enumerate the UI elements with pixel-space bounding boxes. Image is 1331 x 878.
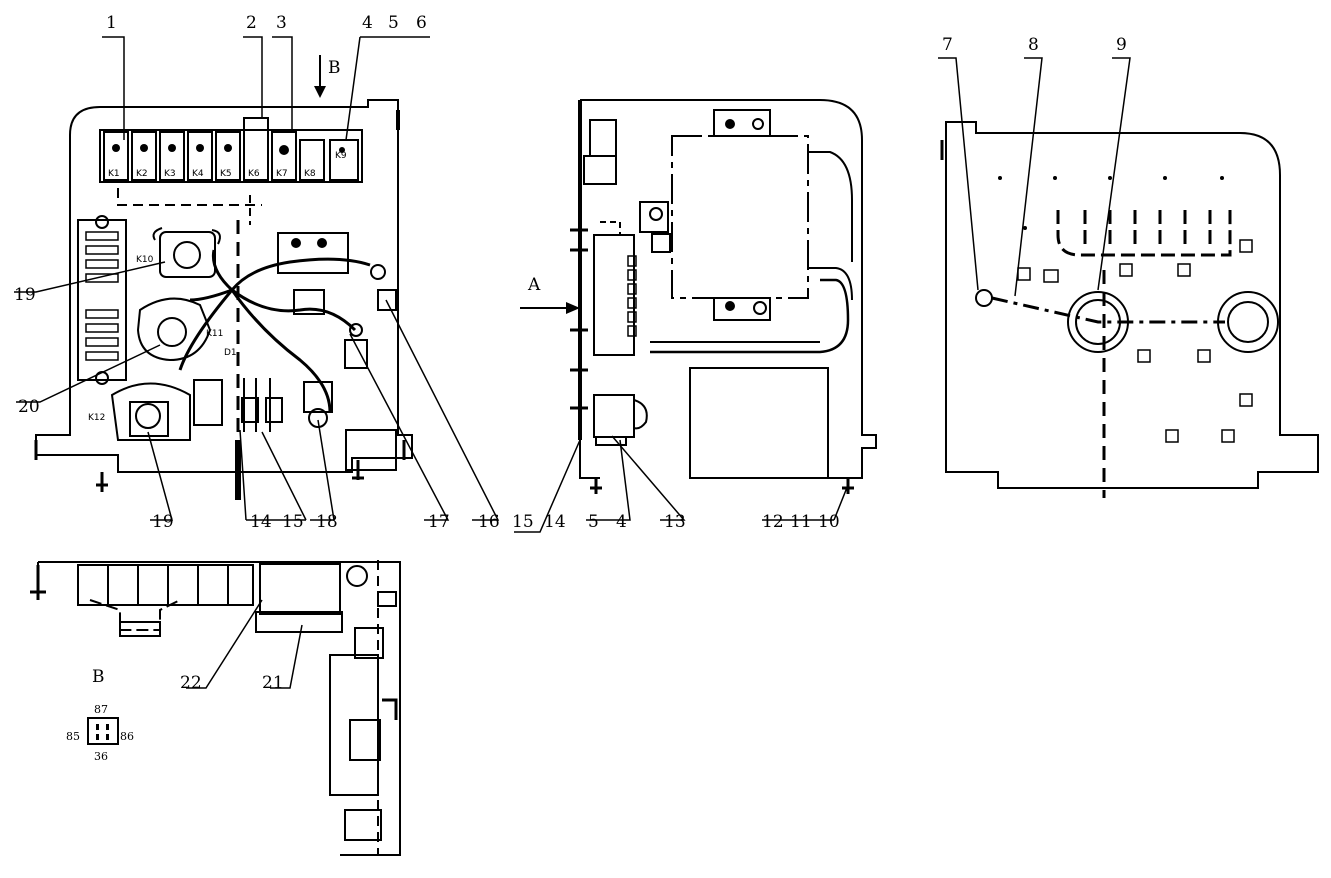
callout-20: 20	[18, 397, 40, 417]
callout-4-side: 4	[616, 512, 627, 532]
callout-6: 6	[416, 13, 427, 33]
callout-14-side: 14	[544, 512, 566, 532]
fuse-label: K8	[304, 169, 316, 179]
capacitor-block	[193, 379, 223, 426]
top-view-b	[30, 560, 401, 856]
rear-view-outline	[945, 121, 1319, 489]
callout-15-front: 15	[282, 512, 304, 532]
front-view: K1 K2 K3 K4 K5 K6 K7 K8 K9	[34, 99, 413, 500]
callout-7: 7	[942, 35, 953, 55]
fuse-row: K1 K2 K3 K4 K5 K6 K7 K8 K9	[103, 117, 359, 181]
side-view-outline	[579, 99, 877, 479]
callout-21: 21	[262, 673, 284, 693]
grille-slots	[85, 231, 119, 361]
callout-15-side: 15	[512, 512, 534, 532]
connector-detail-b: B 87 85 86 36	[66, 667, 134, 763]
pin-85: 85	[66, 730, 80, 743]
fuse-label: K1	[108, 169, 120, 179]
contactor-body	[671, 135, 809, 299]
callout-18: 18	[316, 512, 338, 532]
fuse-k8	[299, 139, 325, 181]
view-arrow-a-label: A	[527, 275, 541, 295]
wire-harness	[178, 249, 371, 413]
view-arrow-b-label: B	[328, 58, 341, 78]
fuse-label: K4	[192, 169, 204, 179]
relay-label: K10	[136, 255, 154, 265]
relay-label: K12	[88, 413, 105, 423]
fuse-k3	[159, 131, 185, 181]
relay-k10: K10	[136, 227, 221, 278]
connector-body	[87, 717, 119, 745]
side-terminal-strip	[593, 234, 635, 356]
callout-16: 16	[478, 512, 500, 532]
callout-10: 10	[818, 512, 840, 532]
callout-4: 4	[362, 13, 373, 33]
callout-3: 3	[276, 13, 287, 33]
fuse-k2	[131, 131, 157, 181]
fuse-strip	[99, 129, 363, 183]
callout-5-side: 5	[588, 512, 599, 532]
fuse-label: K2	[136, 169, 148, 179]
callout-12: 12	[762, 512, 784, 532]
fuse-k4	[187, 131, 213, 181]
relay-label: K11	[206, 329, 223, 339]
pin-87: 87	[94, 703, 108, 716]
grille-block	[77, 219, 127, 381]
relay-k12: K12	[88, 382, 191, 441]
fuse-k6	[243, 117, 269, 181]
fuse-k7	[271, 131, 297, 181]
fuse-label: K9	[335, 151, 347, 161]
side-relay	[593, 394, 635, 438]
fuse-label: K6	[248, 169, 260, 179]
view-arrow-a: A	[520, 275, 580, 314]
pin-36: 36	[94, 750, 108, 763]
callout-1: 1	[106, 13, 117, 33]
terminal-block	[277, 232, 349, 274]
side-view	[570, 99, 877, 494]
callout-22: 22	[180, 673, 202, 693]
callout-8: 8	[1028, 35, 1039, 55]
rear-view	[940, 121, 1319, 498]
detail-b-title: B	[92, 667, 105, 687]
view-arrow-b: B	[314, 55, 341, 98]
fuse-label: K3	[164, 169, 176, 179]
relay-k11: K11	[136, 297, 223, 362]
fuse-label: K7	[276, 169, 288, 179]
callout-13: 13	[664, 512, 686, 532]
callout-19-bottom: 19	[152, 512, 174, 532]
fuse-k5	[215, 131, 241, 181]
fuse-k1	[103, 131, 129, 181]
callout-11: 11	[790, 512, 812, 532]
pin-86: 86	[120, 730, 134, 743]
callout-19-top: 19	[14, 285, 36, 305]
callout-leaders: 1 2 3 4 5 6 7 8 9 19 20 19 14 15 18 17 1…	[14, 13, 1131, 693]
wire-loops	[1056, 210, 1232, 257]
front-view-outline	[35, 99, 413, 473]
fuse-label: K5	[220, 169, 232, 179]
callout-9: 9	[1116, 35, 1127, 55]
top-view-relay-stack	[329, 654, 379, 796]
callout-14-front: 14	[250, 512, 272, 532]
callout-17: 17	[428, 512, 450, 532]
diode-label: D1	[224, 348, 237, 358]
callout-5: 5	[388, 13, 399, 33]
fuse-k9	[329, 139, 359, 181]
callout-2: 2	[246, 13, 257, 33]
